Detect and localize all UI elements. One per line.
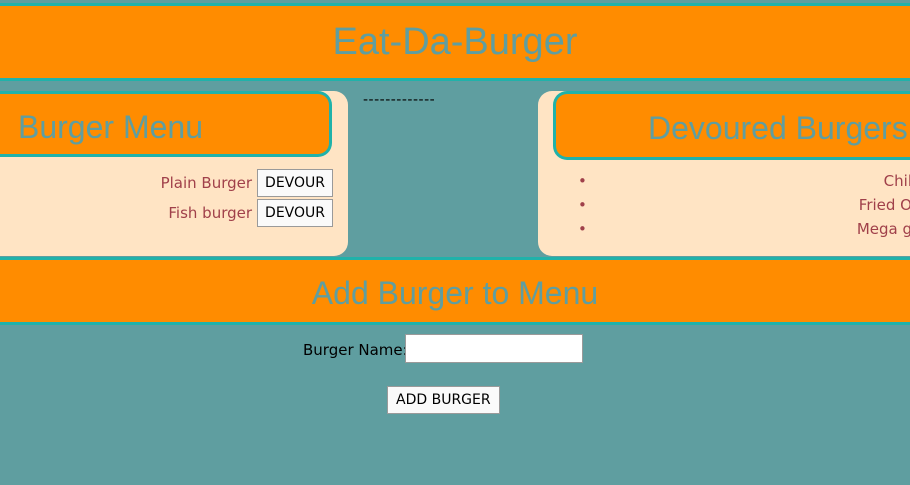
add-burger-band: Add Burger to Menu — [0, 257, 910, 325]
menu-item: Fish burger DEVOUR — [0, 198, 333, 228]
devoured-burgers-heading-box: Devoured Burgers — [553, 91, 910, 160]
add-burger-form: Burger Name: — [0, 334, 910, 364]
burger-name-input[interactable] — [405, 334, 583, 363]
devoured-item-name: Fried O — [858, 196, 910, 214]
burger-menu-heading: Burger Menu — [18, 109, 203, 145]
menu-item-name: Plain Burger — [160, 174, 253, 192]
add-burger-button[interactable]: ADD BURGER — [387, 386, 500, 414]
menu-item-name: Fish burger — [168, 204, 253, 222]
bullet-icon: • — [578, 220, 587, 238]
burger-menu-panel: Burger Menu Plain Burger DEVOUR Fish bur… — [0, 91, 348, 256]
add-burger-title: Add Burger to Menu — [311, 275, 599, 311]
devoured-burgers-panel: Devoured Burgers • Chil • Fried O • Mega… — [538, 91, 910, 256]
menu-item: Plain Burger DEVOUR — [0, 168, 333, 198]
list-item: • Fried O — [578, 193, 910, 217]
devour-button[interactable]: DEVOUR — [257, 169, 333, 197]
burger-menu-heading-box: Burger Menu — [0, 91, 332, 157]
bullet-icon: • — [578, 196, 587, 214]
list-item: • Mega g — [578, 217, 910, 241]
site-header: Eat-Da-Burger — [0, 3, 910, 81]
divider-dashes: ------------- — [363, 92, 436, 108]
burger-menu-list: Plain Burger DEVOUR Fish burger DEVOUR — [0, 168, 333, 228]
bullet-icon: • — [578, 172, 587, 190]
devoured-item-name: Mega g — [856, 220, 910, 238]
devoured-item-name: Chil — [883, 172, 910, 190]
list-item: • Chil — [578, 169, 910, 193]
devour-button[interactable]: DEVOUR — [257, 199, 333, 227]
burger-name-label: Burger Name: — [303, 341, 408, 359]
devoured-list: • Chil • Fried O • Mega g — [538, 169, 910, 241]
site-title: Eat-Da-Burger — [332, 21, 578, 63]
devoured-burgers-heading: Devoured Burgers — [648, 110, 908, 146]
